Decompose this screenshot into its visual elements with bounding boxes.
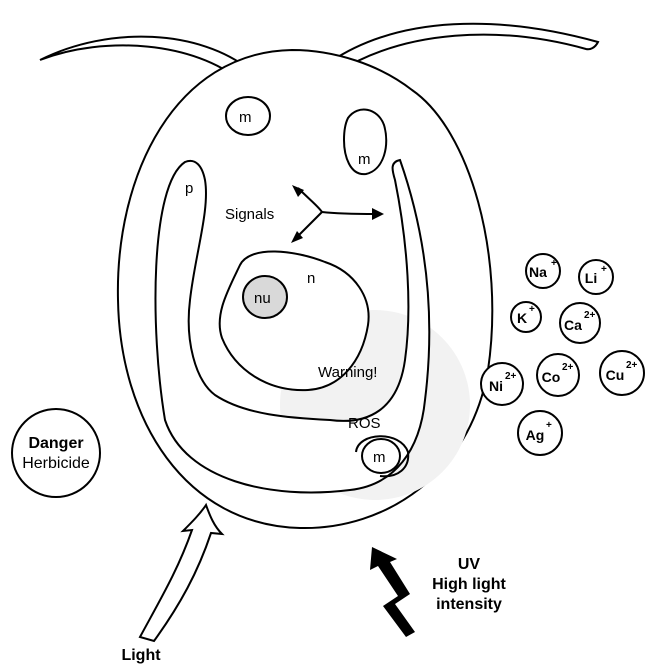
label-pyrenoid: p xyxy=(185,180,193,197)
ion-li: Li + xyxy=(579,260,613,294)
danger-subtitle: Herbicide xyxy=(22,455,90,472)
ion-ni: Ni 2+ xyxy=(481,363,523,405)
ion-co: Co 2+ xyxy=(537,354,579,396)
ion-na-symbol: Na xyxy=(529,264,547,280)
label-nucleus: n xyxy=(307,270,315,287)
label-ros: ROS xyxy=(348,415,381,432)
ion-co-charge: 2+ xyxy=(562,362,574,373)
ion-ni-charge: 2+ xyxy=(505,371,517,382)
ion-cu-charge: 2+ xyxy=(626,360,638,371)
ion-k: K + xyxy=(511,302,541,332)
light-arrow xyxy=(140,505,222,641)
ion-ag: Ag + xyxy=(518,411,562,455)
label-mito-top-left: m xyxy=(239,109,252,126)
label-mito-bottom: m xyxy=(373,449,386,466)
ion-ni-symbol: Ni xyxy=(489,378,503,394)
label-warning: Warning! xyxy=(318,364,377,381)
ion-na: Na + xyxy=(526,254,560,288)
uv-arrow xyxy=(370,547,415,637)
ion-ca-charge: 2+ xyxy=(584,310,596,321)
ion-k-symbol: K xyxy=(517,310,527,326)
ion-group: Na + Li + K + Ca 2+ Ni 2+ Co 2+ xyxy=(481,254,644,455)
danger-title: Danger xyxy=(28,435,83,452)
uv-line1: UV xyxy=(458,556,481,573)
uv-label: UV High light intensity xyxy=(432,556,506,613)
ion-na-charge: + xyxy=(551,258,557,269)
label-signals: Signals xyxy=(225,206,274,223)
ion-cu: Cu 2+ xyxy=(600,351,644,395)
flagellum-right xyxy=(330,24,598,72)
ion-li-charge: + xyxy=(601,264,607,275)
ion-k-charge: + xyxy=(529,304,535,315)
ion-li-symbol: Li xyxy=(585,270,597,286)
ion-ca: Ca 2+ xyxy=(560,303,600,343)
label-mito-top-right: m xyxy=(358,151,371,168)
light-label: Light xyxy=(121,647,161,664)
label-nucleolus: nu xyxy=(254,290,271,307)
uv-line2: High light xyxy=(432,576,506,593)
ion-ag-charge: + xyxy=(546,420,552,431)
ion-ca-symbol: Ca xyxy=(564,317,582,333)
ion-cu-symbol: Cu xyxy=(606,367,625,383)
uv-line3: intensity xyxy=(436,596,502,613)
danger-circle xyxy=(12,409,100,497)
ion-co-symbol: Co xyxy=(542,369,561,385)
ion-ag-symbol: Ag xyxy=(526,427,545,443)
danger-herbicide: Danger Herbicide xyxy=(12,409,100,497)
